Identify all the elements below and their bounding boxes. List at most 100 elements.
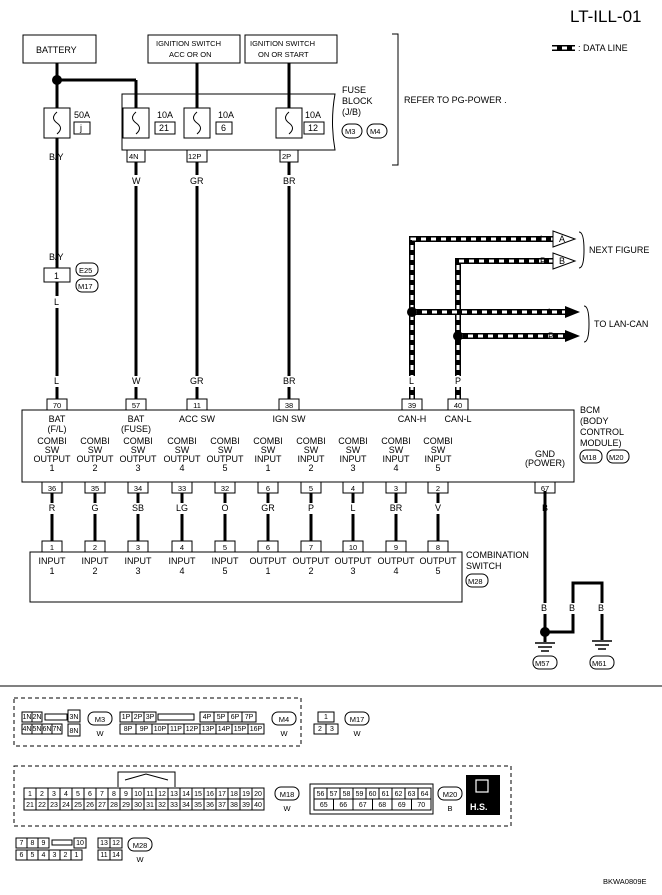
combi-pin-label: 2 xyxy=(308,566,313,576)
connector-tag-m3 xyxy=(341,123,363,139)
bcm-output-label: SW xyxy=(261,445,276,455)
combi-pin-label: 4 xyxy=(179,566,184,576)
combi-wire-color: O xyxy=(221,503,228,513)
bcm-label-3: CONTROL xyxy=(580,427,624,437)
can-p-tag-1: P xyxy=(540,256,546,266)
terminal-number: 67 xyxy=(359,802,367,809)
combi-pin-label: OUTPUT xyxy=(250,556,288,566)
terminal-number: 13 xyxy=(170,791,178,798)
terminal-number: 10 xyxy=(76,840,84,847)
terminal-number: 14 xyxy=(182,791,190,798)
fuse-block: FUSE BLOCK (J/B) M3 M4 REFER TO PG-POWER… xyxy=(121,33,507,166)
terminal-number: 13P xyxy=(202,726,215,733)
connector-tag-m28: M28 xyxy=(468,577,483,586)
combi-pin-number: 1 xyxy=(50,543,54,552)
m18-m20-group xyxy=(13,765,512,827)
terminal-number: 2 xyxy=(40,791,44,798)
terminal-number: 62 xyxy=(395,791,403,798)
terminal-number: 3P xyxy=(146,714,155,721)
wire-color-w: W xyxy=(132,176,141,186)
bcm-output-label: INPUT xyxy=(340,454,368,464)
wire-color-by: B/Y xyxy=(49,152,64,162)
bcm-output-label: (POWER) xyxy=(525,458,565,468)
terminal-number: 66 xyxy=(339,802,347,809)
combi-pin-number: 3 xyxy=(136,543,140,552)
combi-pin-label: 5 xyxy=(435,566,440,576)
terminal-cell xyxy=(31,711,43,723)
fuse-12-number: 12 xyxy=(308,123,318,133)
bcm-pin-number: 11 xyxy=(193,401,201,410)
to-lan-can-label: TO LAN-CAN xyxy=(594,319,648,329)
connector-tag-m3-label: M3 xyxy=(345,127,355,136)
joint-pin: 1 xyxy=(54,271,59,281)
terminal-cell xyxy=(109,837,123,849)
terminal-number: 61 xyxy=(382,791,390,798)
terminal-number: 4P xyxy=(203,714,212,721)
bcm-output-pin-number: 6 xyxy=(266,484,270,493)
bcm-wire-can-h: L xyxy=(409,376,414,386)
bcm-output-label: SW xyxy=(131,445,146,455)
bcm-wire-br: BR xyxy=(283,376,296,386)
connector-name-tag xyxy=(344,711,370,726)
bcm-top-wire-colors: L W GR BR L P xyxy=(51,376,464,387)
terminal-number: 26 xyxy=(86,802,94,809)
can-l-arrow xyxy=(565,330,580,342)
bcm-pin-box xyxy=(125,398,147,411)
terminal-number: 63 xyxy=(408,791,416,798)
combi-wire-color: GR xyxy=(261,503,275,513)
bcm-pin-box xyxy=(447,398,469,411)
terminal-number: 8N xyxy=(70,728,79,735)
combi-pin-number: 7 xyxy=(309,543,313,552)
ign-on-label-2: ON OR START xyxy=(258,50,309,59)
bcm-pin-label: ACC SW xyxy=(179,414,216,424)
terminal-number: 25 xyxy=(74,802,82,809)
terminal-number: 5N xyxy=(33,726,42,733)
ign-acc-label-2: ACC OR ON xyxy=(169,50,212,59)
bcm-output-label: SW xyxy=(431,445,446,455)
bcm-module: BCM (BODY CONTROL MODULE) M18 M20 xyxy=(21,405,630,483)
terminal-number: 5 xyxy=(31,852,35,859)
data-line-legend: : DATA LINE xyxy=(552,43,628,53)
bcm-output-label: SW xyxy=(218,445,233,455)
bcm-output-label: 3 xyxy=(350,463,355,473)
combi-pin-label: INPUT xyxy=(82,556,110,566)
terminal-number: 12 xyxy=(158,791,166,798)
terminal-number: 7N xyxy=(53,726,62,733)
bcm-output-label: COMBI xyxy=(423,436,453,446)
terminal-cell xyxy=(73,837,87,849)
bcm-pin-number: 57 xyxy=(132,401,140,410)
terminal-number: 5 xyxy=(76,791,80,798)
terminal-number: 33 xyxy=(170,802,178,809)
terminal-number: 9 xyxy=(42,840,46,847)
terminal-cell xyxy=(70,849,83,861)
bcm-output-label: 3 xyxy=(135,463,140,473)
bcm-output-pin-number: 32 xyxy=(221,484,229,493)
bcm-output-label: INPUT xyxy=(425,454,453,464)
combi-pin-number: 10 xyxy=(349,543,357,552)
terminal-number: 1P xyxy=(122,714,131,721)
connector-tag-m4 xyxy=(366,123,388,139)
bcm-pin-number: 38 xyxy=(285,401,293,410)
fuse-21-pin: 4N xyxy=(129,152,139,161)
combi-pin-box xyxy=(171,540,193,553)
terminal-number: 4 xyxy=(64,791,68,798)
terminal-number: 5P xyxy=(217,714,226,721)
terminal-number: 29 xyxy=(122,802,130,809)
ground-symbol-m57 xyxy=(535,642,555,652)
can-h-arrow xyxy=(565,306,580,318)
combi-pin-box xyxy=(84,540,106,553)
terminal-number: 17 xyxy=(218,791,226,798)
joint-connector: B/Y 1 E25 M17 L xyxy=(43,252,99,307)
terminal-number: 36 xyxy=(206,802,214,809)
bcm-pin-label: IGN SW xyxy=(273,414,307,424)
bcm-wire-can-l: P xyxy=(455,376,461,386)
ground-wire-b-1: B xyxy=(541,603,547,613)
bcm-output-pin-number: 67 xyxy=(541,484,549,493)
combi-wire-color: P xyxy=(308,503,314,513)
combi-pin-number: 4 xyxy=(180,543,184,552)
combi-pin-label: OUTPUT xyxy=(420,556,458,566)
bcm-output-label: 2 xyxy=(92,463,97,473)
bcm-output-label: COMBI xyxy=(381,436,411,446)
terminal-number: 10P xyxy=(154,726,167,733)
